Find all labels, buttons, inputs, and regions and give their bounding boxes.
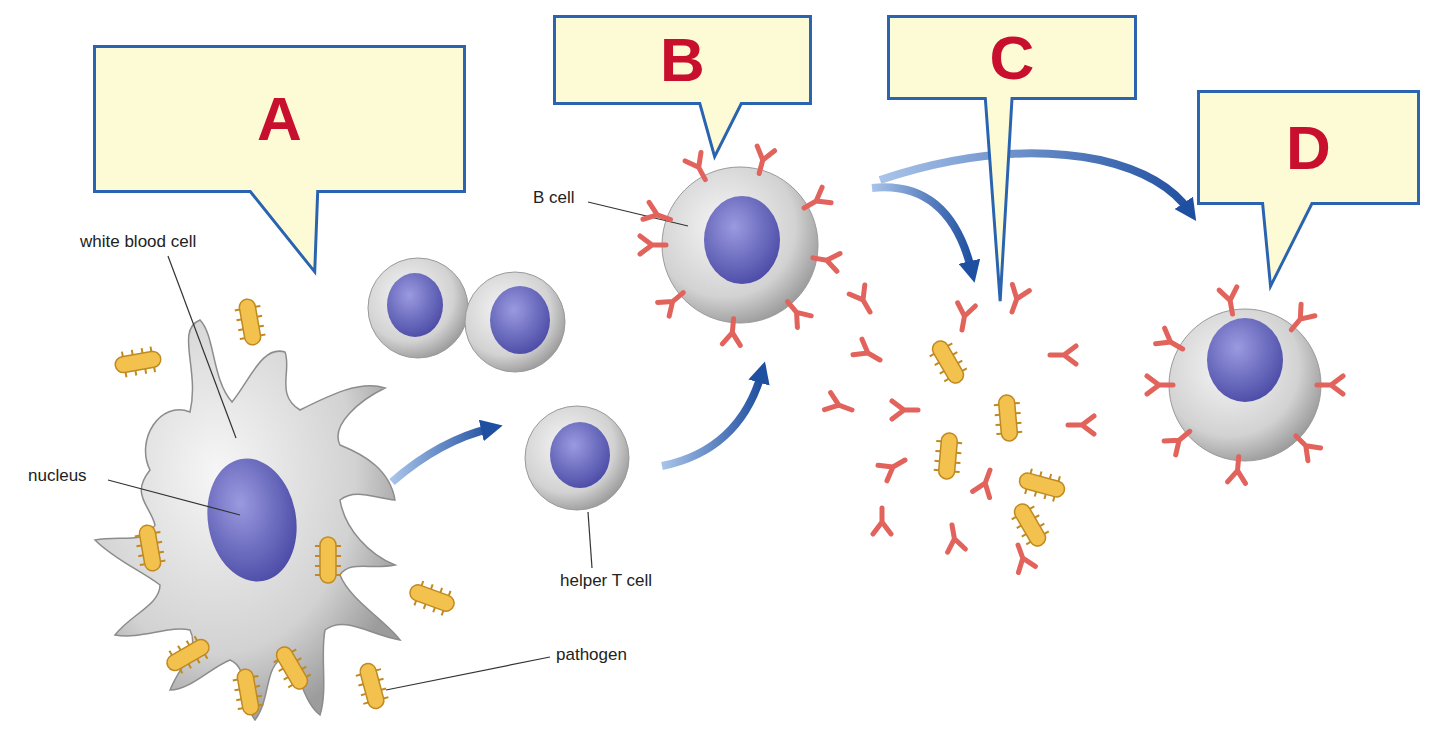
flow-arrow <box>872 187 972 272</box>
antibody <box>1068 416 1094 434</box>
antibody <box>873 508 891 534</box>
callout-box: C <box>887 15 1137 100</box>
antibody <box>640 236 666 254</box>
pathogen-shape <box>925 336 971 389</box>
antibody <box>658 286 689 317</box>
pathogen-shape <box>133 523 167 573</box>
memory-cell <box>1169 309 1321 461</box>
antibody <box>1290 430 1321 461</box>
pathogen-shape <box>113 345 163 379</box>
antibody <box>685 152 713 183</box>
leader-line <box>588 202 688 226</box>
antibody <box>973 467 999 498</box>
pathogen-shape <box>933 432 963 480</box>
callout-letter: A <box>257 88 302 150</box>
antibody <box>1147 376 1173 394</box>
t-cell <box>368 258 468 358</box>
pathogen-shape <box>231 667 265 717</box>
pathogen-shape <box>233 297 267 347</box>
flow-arrow <box>662 372 762 466</box>
white-blood-cell <box>95 320 400 720</box>
pathogen-shape <box>1016 466 1067 503</box>
antibody <box>722 318 742 345</box>
leader-line <box>588 512 592 568</box>
callout-letter: D <box>1286 117 1331 179</box>
antibody <box>1219 287 1241 316</box>
antibody <box>800 187 832 216</box>
b-cell-nucleus <box>704 196 780 284</box>
pathogen-shape <box>353 660 390 711</box>
antibody <box>750 146 774 176</box>
t-cell-nucleus <box>490 286 550 354</box>
flow-arrow <box>880 153 1190 212</box>
callout-box: A <box>93 45 466 193</box>
antibody <box>878 452 910 481</box>
pathogen-shape <box>315 537 341 583</box>
part-label: pathogen <box>556 646 627 665</box>
antibody <box>892 401 918 419</box>
pathogen-shape <box>162 632 215 678</box>
antibody <box>943 523 965 552</box>
antibody <box>643 202 674 228</box>
antibody <box>824 393 855 419</box>
t-cell-nucleus <box>387 273 443 337</box>
pathogen-shape <box>993 394 1023 442</box>
antibody <box>1004 284 1030 315</box>
antibody <box>781 296 812 327</box>
antibody <box>811 249 840 271</box>
callout-letter: C <box>990 27 1035 89</box>
antibody <box>1156 328 1188 357</box>
antibody <box>853 339 885 368</box>
part-label: nucleus <box>28 467 87 486</box>
leader-line <box>386 657 550 690</box>
t-cell-nucleus <box>550 422 610 488</box>
helper-t-cell <box>525 406 629 510</box>
antibody <box>1010 542 1036 573</box>
nucleus-shape <box>198 451 306 588</box>
antibody <box>1227 456 1247 483</box>
callout-box: D <box>1197 90 1420 205</box>
pathogen-shape <box>406 578 458 618</box>
antibody <box>1317 376 1343 394</box>
leader-line <box>108 480 240 515</box>
part-label: B cell <box>533 189 575 208</box>
b-cell <box>662 167 818 323</box>
antibody <box>953 303 975 332</box>
pathogen-shape <box>1007 499 1053 552</box>
t-cell <box>465 272 565 372</box>
part-label: helper T cell <box>560 572 652 591</box>
leader-line <box>168 256 236 438</box>
pathogen-shape <box>269 642 315 695</box>
memory-cell-nucleus <box>1207 318 1283 402</box>
antibody <box>1164 424 1195 455</box>
antibody <box>1284 304 1315 335</box>
callout-box: B <box>553 15 812 105</box>
antibody <box>1050 346 1076 364</box>
callout-letter: B <box>660 29 705 91</box>
antibody <box>849 285 878 317</box>
flow-arrow <box>392 428 492 482</box>
part-label: white blood cell <box>80 233 196 252</box>
